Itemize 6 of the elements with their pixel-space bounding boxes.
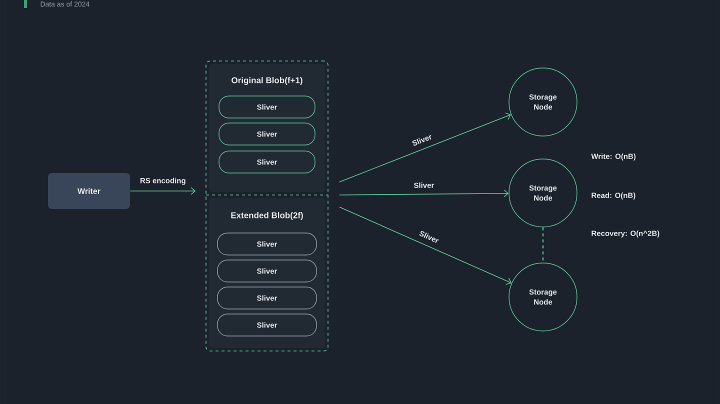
arrow bbox=[130, 187, 196, 195]
arrow bbox=[339, 206, 512, 285]
arrow bbox=[339, 189, 509, 198]
writer-box: Writer bbox=[48, 173, 130, 209]
dashed-group-box bbox=[206, 60, 328, 352]
arrow bbox=[339, 112, 512, 182]
